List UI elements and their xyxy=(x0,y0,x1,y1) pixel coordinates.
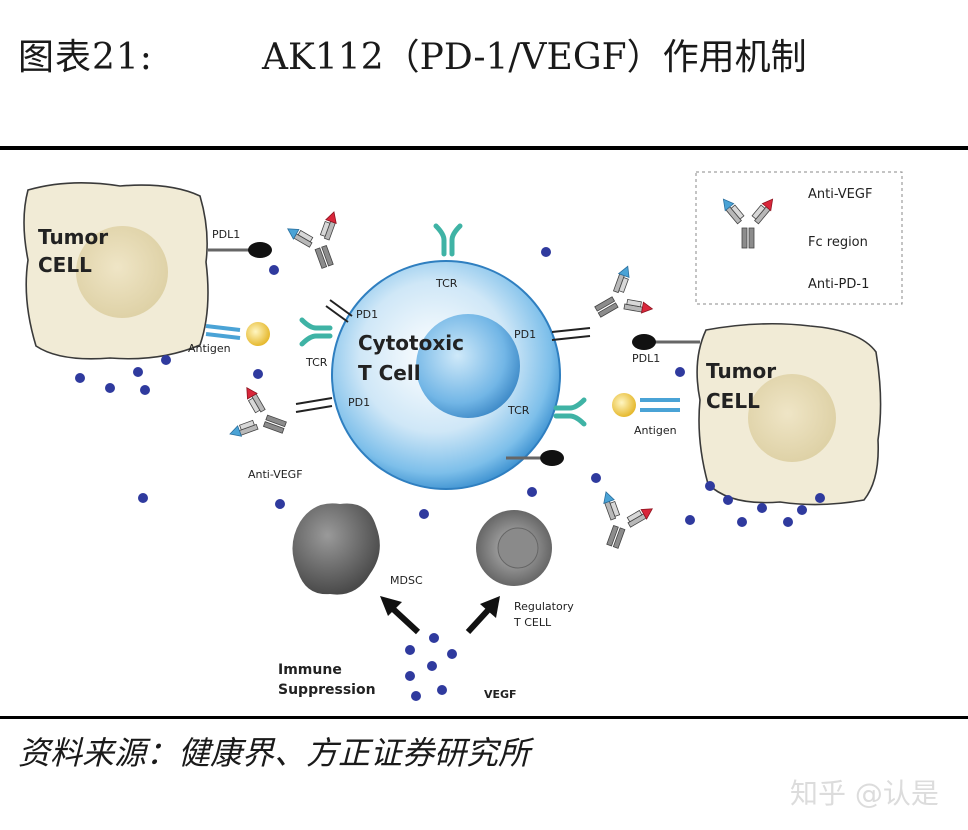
legend-anti-vegf: Anti-VEGF xyxy=(808,187,872,202)
svg-text:Regulatory: Regulatory xyxy=(514,600,574,613)
vegf-molecules xyxy=(75,247,825,701)
mdsc-cell: MDSC xyxy=(292,503,423,595)
top-divider xyxy=(0,146,968,150)
svg-text:PD1: PD1 xyxy=(514,328,536,341)
legend-anti-pd1: Anti-PD-1 xyxy=(808,277,869,292)
antigen-right: Antigen xyxy=(612,393,680,437)
vegf-label: VEGF xyxy=(484,688,517,701)
tcr-right: TCR xyxy=(507,400,584,424)
pd1-upper-left: PD1 xyxy=(325,299,378,323)
svg-text:Antigen: Antigen xyxy=(634,424,677,437)
arrow-to-treg xyxy=(465,596,500,635)
svg-text:MDSC: MDSC xyxy=(390,574,423,587)
figure-number: 图表21: xyxy=(18,37,153,78)
watermark: 知乎 @认是 xyxy=(790,777,939,810)
regulatory-t-cell: Regulatory T CELL xyxy=(476,510,574,629)
tcr-top: TCR xyxy=(435,226,460,290)
tumor-left-label-1: Tumor xyxy=(38,225,108,249)
bottom-divider xyxy=(0,716,968,719)
ak112-antibody-1 xyxy=(281,206,356,277)
tumor-right-label-1: Tumor xyxy=(706,359,776,383)
svg-text:PDL1: PDL1 xyxy=(212,228,240,241)
tumor-cell-left: Tumor CELL xyxy=(23,182,209,360)
tumor-cell-right: Tumor CELL xyxy=(696,322,882,506)
cytotoxic-t-cell: Cytotoxic T Cell xyxy=(331,260,561,490)
antigen-left: Antigen xyxy=(188,322,270,355)
tcell-label-1: Cytotoxic xyxy=(358,331,464,355)
pd1-lower-left: PD1 xyxy=(295,396,370,413)
arrow-to-mdsc xyxy=(380,596,421,635)
tcell-label-2: T Cell xyxy=(358,361,421,385)
svg-text:Antigen: Antigen xyxy=(188,342,231,355)
pd1-right: PD1 xyxy=(514,327,591,341)
svg-text:PD1: PD1 xyxy=(356,308,378,321)
immune-label-2: Suppression xyxy=(278,682,376,698)
svg-text:PDL1: PDL1 xyxy=(632,352,660,365)
immune-label-1: Immune xyxy=(278,662,342,678)
tcr-left: TCR xyxy=(302,320,330,369)
pdl1-left: PDL1 xyxy=(208,228,272,258)
svg-text:TCR: TCR xyxy=(435,277,458,290)
svg-text:TCR: TCR xyxy=(305,356,328,369)
ak112-antibody-3 xyxy=(582,260,658,338)
pdl1-lower xyxy=(506,450,564,466)
svg-text:PD1: PD1 xyxy=(348,396,370,409)
svg-text:TCR: TCR xyxy=(507,404,530,417)
legend-fc-region: Fc region xyxy=(808,235,868,250)
ak112-antibody-4 xyxy=(584,486,659,557)
legend: Anti-VEGF Fc region Anti-PD-1 xyxy=(695,171,903,305)
pdl1-right: PDL1 xyxy=(632,334,700,365)
source-note: 资料来源：健康界、方正证券研究所 xyxy=(18,734,531,772)
anti-vegf-diagram-label: Anti-VEGF xyxy=(248,468,303,481)
svg-text:T CELL: T CELL xyxy=(513,616,552,629)
ak112-antibody-2 xyxy=(224,381,295,456)
figure-title: AK112（PD-1/VEGF）作用机制 xyxy=(262,37,807,78)
tumor-left-label-2: CELL xyxy=(38,253,92,277)
tumor-right-label-2: CELL xyxy=(706,389,760,413)
